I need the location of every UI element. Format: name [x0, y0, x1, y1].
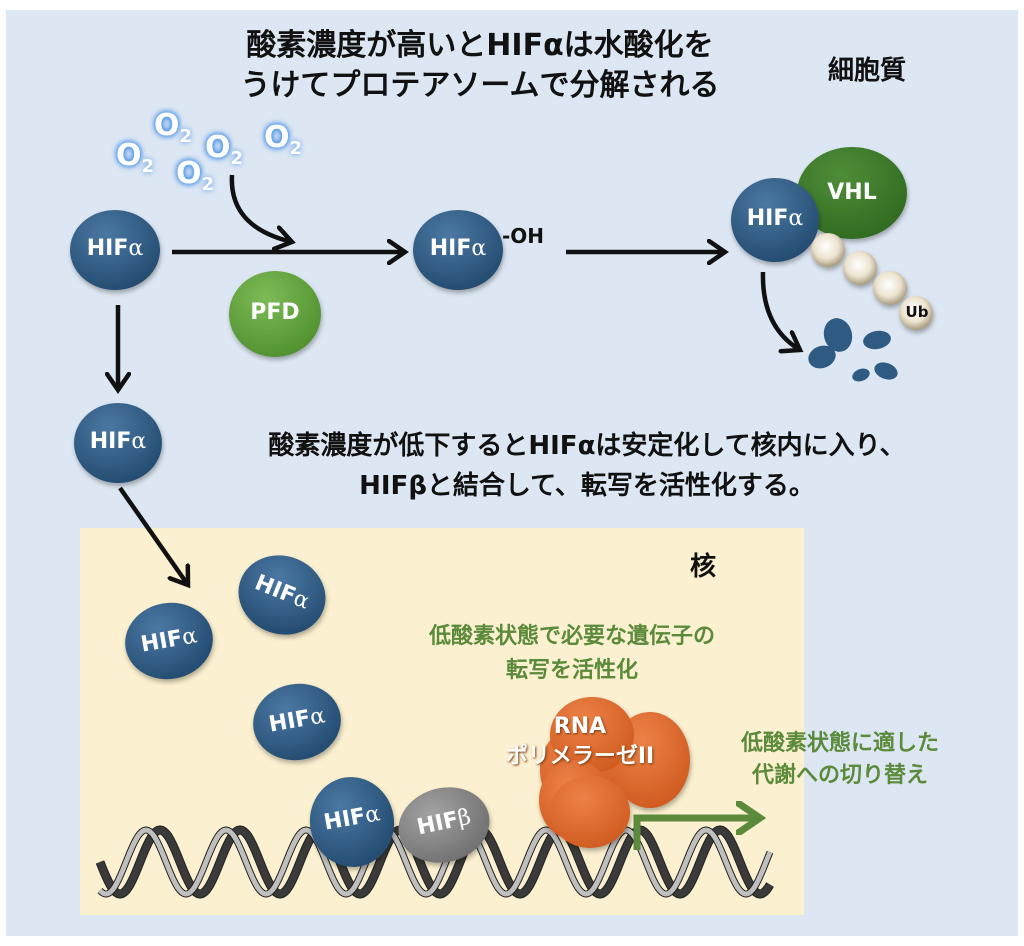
outcome-description: 低酸素状態に適した 代謝への切り替え: [690, 728, 990, 792]
nucleus-description-line-1: 低酸素状態で必要な遺伝子の: [428, 624, 715, 649]
hif-alpha-nuclear-2: [238, 555, 326, 635]
middle-title: 酸素濃度が低下するとHIFαは安定化して核内に入り、 HIFβと結合して、転写を…: [172, 426, 1002, 506]
arrow-degradation: [760, 271, 800, 350]
vhl-label: VHL: [827, 180, 877, 205]
oxygen-molecule: O2: [116, 138, 155, 177]
nucleus-description: 低酸素状態で必要な遺伝子の 転写を活性化: [372, 620, 772, 688]
degraded-fragments: [808, 318, 898, 382]
ubiquitin-chain: [811, 233, 933, 330]
outcome-description-line-1: 低酸素状態に適した: [740, 731, 939, 756]
hif-alpha-vhl-bound: [731, 178, 819, 262]
cytoplasm-label: 細胞質: [828, 56, 907, 86]
nucleus-label: 核: [690, 552, 717, 582]
oxygen-molecule: O2: [154, 108, 193, 147]
hif-alpha-nuclear-3: [253, 683, 341, 761]
rna-polymerase-label-line-1: RNA: [553, 714, 607, 739]
nucleus-description-line-2: 転写を活性化: [505, 658, 638, 683]
rna-polymerase-label: RNA ポリメラーゼII: [480, 712, 680, 772]
pfd-enzyme: [229, 271, 321, 357]
oxygen-molecule: O2: [205, 130, 244, 169]
hif-alpha-hydroxylated: [413, 210, 503, 290]
hif-alpha-label: HIFα: [429, 236, 487, 261]
hif-alpha-label: HIFα: [89, 429, 147, 454]
hydroxyl-label: -OH: [502, 224, 545, 248]
top-title-line-2: うけてプロテアソームで分解される: [240, 68, 720, 103]
vhl-protein: [797, 147, 907, 239]
arrow-oxygen-input: [229, 174, 292, 242]
hif-alpha-label: HIFα: [746, 206, 804, 231]
oxygen-molecule: O2: [264, 120, 303, 159]
hif-alpha-label: HIFα: [86, 236, 144, 261]
rna-polymerase-label-line-2: ポリメラーゼII: [505, 744, 655, 769]
arrow-nuclear-entry: [118, 486, 188, 585]
middle-title-line-2: HIFβと結合して、転写を活性化する。: [359, 471, 815, 501]
hif-alpha-stabilized: [74, 403, 162, 483]
rna-polymerase-ii: [539, 697, 690, 848]
dna-strand: [98, 827, 773, 897]
transcription-start-arrow: [633, 818, 760, 850]
hif-alpha-dna-bound: [309, 777, 395, 867]
top-title-line-1: 酸素濃度が高いとHIFαは水酸化を: [246, 28, 714, 63]
hif-alpha-nuclear-1: [125, 602, 213, 680]
oxygen-molecule: O2: [176, 156, 215, 195]
top-title: 酸素濃度が高いとHIFαは水酸化を うけてプロテアソームで分解される: [180, 26, 780, 106]
pfd-label: PFD: [250, 300, 300, 325]
outcome-description-line-2: 代謝への切り替え: [751, 763, 928, 788]
dna-helix: [95, 825, 774, 899]
hif-alpha-initial: [70, 210, 160, 290]
hif-beta: [398, 787, 490, 863]
middle-title-line-1: 酸素濃度が低下するとHIFαは安定化して核内に入り、: [268, 431, 906, 461]
ubiquitin-label: Ub: [905, 303, 929, 321]
